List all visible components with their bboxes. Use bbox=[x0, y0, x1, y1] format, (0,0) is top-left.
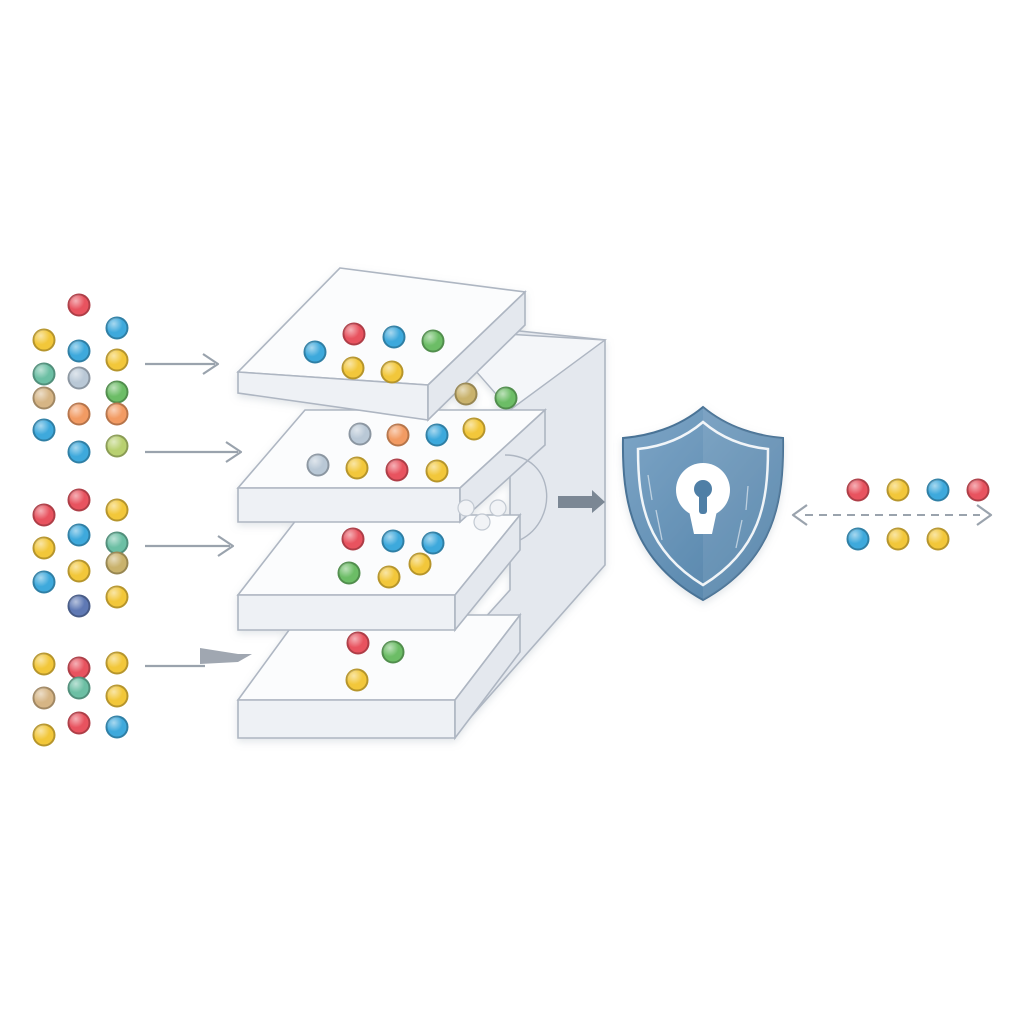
yellow-dot bbox=[105, 651, 129, 675]
red-dot bbox=[846, 478, 870, 502]
yellow-dot bbox=[886, 527, 910, 551]
red-dot bbox=[385, 458, 409, 482]
red-dot bbox=[341, 527, 365, 551]
blue-dot bbox=[381, 529, 405, 553]
arrow-right-icon bbox=[558, 490, 605, 513]
arrow-right-icon bbox=[145, 648, 252, 668]
yellow-dot bbox=[105, 498, 129, 522]
orange-dot bbox=[105, 402, 129, 426]
input-cluster-bottom bbox=[32, 651, 129, 747]
blue-dot bbox=[67, 339, 91, 363]
blue-dot bbox=[32, 570, 56, 594]
blue-dot bbox=[382, 325, 406, 349]
yellow-dot bbox=[105, 348, 129, 372]
red-dot bbox=[32, 503, 56, 527]
input-cluster-top bbox=[32, 293, 129, 464]
blue-dot bbox=[421, 531, 445, 555]
green-dot bbox=[381, 640, 405, 664]
yellow-dot bbox=[926, 527, 950, 551]
green-dot bbox=[494, 386, 518, 410]
green-dot bbox=[105, 380, 129, 404]
tan-dot bbox=[32, 386, 56, 410]
blue-dot bbox=[67, 440, 91, 464]
yellow-dot bbox=[32, 652, 56, 676]
lime-dot bbox=[105, 434, 129, 458]
yellow-dot bbox=[105, 684, 129, 708]
keyhole-icon bbox=[676, 463, 730, 534]
teal-dot bbox=[105, 531, 129, 555]
blue-dot bbox=[926, 478, 950, 502]
orange-dot bbox=[67, 402, 91, 426]
tray-level-1 bbox=[236, 267, 527, 422]
teal-dot bbox=[32, 362, 56, 386]
shield-lock-icon bbox=[621, 405, 785, 602]
red-dot bbox=[67, 656, 91, 680]
blue-dot bbox=[32, 418, 56, 442]
yellow-dot bbox=[425, 459, 449, 483]
tray-level-4 bbox=[236, 612, 522, 741]
tray-dots bbox=[303, 322, 518, 692]
blue-dot bbox=[105, 715, 129, 739]
yellow-dot bbox=[105, 585, 129, 609]
yellow-dot bbox=[345, 668, 369, 692]
grey-dot bbox=[306, 453, 330, 477]
grey-dot bbox=[348, 422, 372, 446]
output-arrow bbox=[791, 504, 993, 526]
yellow-dot bbox=[32, 536, 56, 560]
tan-dot bbox=[32, 686, 56, 710]
yellow-dot bbox=[886, 478, 910, 502]
yellow-dot bbox=[380, 360, 404, 384]
yellow-dot bbox=[32, 723, 56, 747]
red-dot bbox=[342, 322, 366, 346]
yellow-dot bbox=[345, 456, 369, 480]
layered-trays-icon bbox=[236, 267, 607, 741]
red-dot bbox=[67, 488, 91, 512]
yellow-dot bbox=[462, 417, 486, 441]
yellow-dot bbox=[32, 328, 56, 352]
olive-dot bbox=[105, 551, 129, 575]
red-dot bbox=[966, 478, 990, 502]
arrow-right-icon bbox=[145, 441, 243, 463]
olive-dot bbox=[454, 382, 478, 406]
red-dot bbox=[67, 711, 91, 735]
output-dot-cluster bbox=[846, 478, 990, 551]
red-dot bbox=[346, 631, 370, 655]
blue-dot bbox=[846, 527, 870, 551]
arrow-right-icon bbox=[145, 535, 235, 557]
blue-dot bbox=[303, 340, 327, 364]
yellow-dot bbox=[341, 356, 365, 380]
navy-dot bbox=[67, 594, 91, 618]
orange-dot bbox=[386, 423, 410, 447]
input-cluster-middle bbox=[32, 488, 129, 618]
arrow-right-icon bbox=[145, 353, 220, 375]
blue-dot bbox=[425, 423, 449, 447]
blue-dot bbox=[105, 316, 129, 340]
green-dot bbox=[337, 561, 361, 585]
yellow-dot bbox=[377, 565, 401, 589]
red-dot bbox=[67, 293, 91, 317]
teal-dot bbox=[67, 676, 91, 700]
yellow-dot bbox=[67, 559, 91, 583]
blue-dot bbox=[67, 523, 91, 547]
input-arrows bbox=[145, 353, 252, 668]
tray-level-3 bbox=[236, 512, 522, 633]
grey-dot bbox=[67, 366, 91, 390]
yellow-dot bbox=[408, 552, 432, 576]
green-dot bbox=[421, 329, 445, 353]
